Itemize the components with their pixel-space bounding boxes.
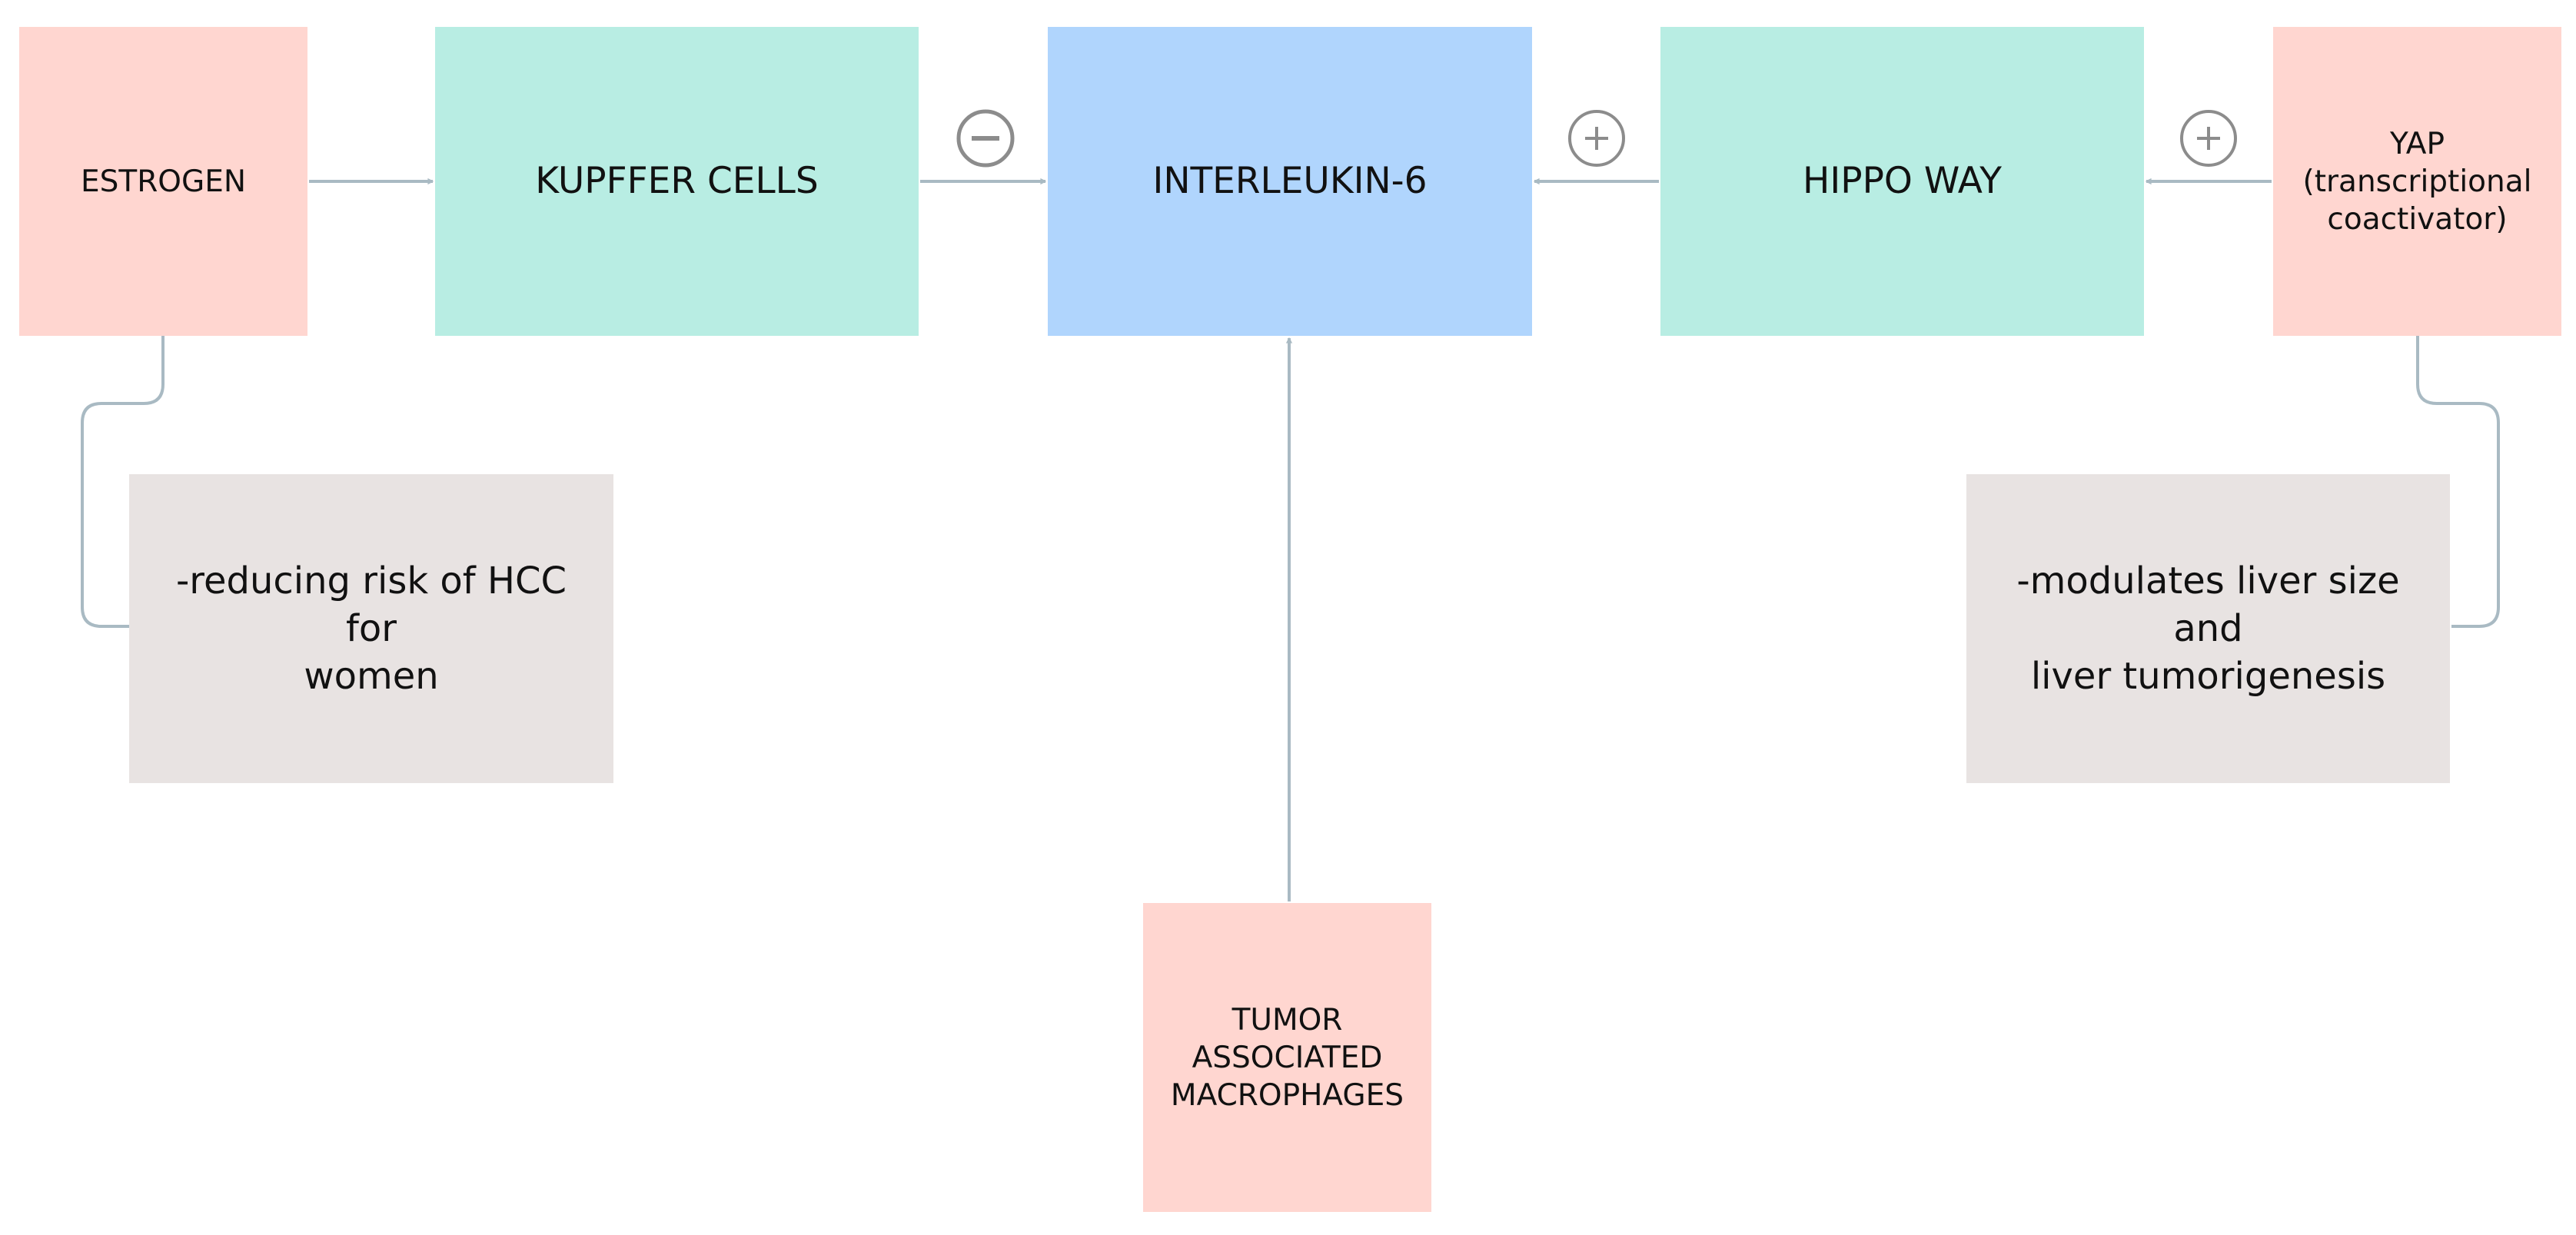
node-label-line: MACROPHAGES	[1170, 1077, 1404, 1113]
node-label: HIPPO WAY	[1803, 160, 2002, 202]
connector-yap-to-note	[2416, 336, 2500, 628]
node-hippo-way: HIPPO WAY	[1660, 27, 2144, 336]
node-kupffer-cells: KUPFFER CELLS	[435, 27, 919, 336]
node-label-line: ASSOCIATED	[1192, 1040, 1383, 1075]
node-label: ESTROGEN	[80, 164, 247, 199]
node-label-line: YAP	[2389, 126, 2445, 161]
note-line: -modulates liver size and	[2016, 559, 2400, 650]
note-line: women	[304, 655, 439, 698]
minus-sign-icon	[956, 109, 1015, 168]
note-line: liver tumorigenesis	[2030, 655, 2386, 698]
node-yap: YAP (transcriptional coactivator)	[2273, 27, 2561, 336]
node-label: KUPFFER CELLS	[535, 160, 819, 202]
node-tumor-associated-macrophages: TUMOR ASSOCIATED MACROPHAGES	[1143, 903, 1431, 1212]
node-label-line: coactivator)	[2327, 201, 2508, 237]
node-label-line: (transcriptional	[2302, 164, 2532, 199]
connector-estrogen-to-note	[81, 336, 165, 628]
plus-sign-icon	[2180, 110, 2237, 167]
note-line: -reducing risk of HCC for	[175, 559, 567, 650]
plus-sign-icon	[1568, 110, 1625, 167]
node-interleukin-6: INTERLEUKIN-6	[1048, 27, 1532, 336]
node-estrogen: ESTROGEN	[19, 27, 307, 336]
node-label-line: TUMOR	[1231, 1002, 1343, 1037]
node-label: INTERLEUKIN-6	[1152, 160, 1428, 202]
note-yap: -modulates liver size and liver tumorige…	[1966, 474, 2450, 783]
note-estrogen: -reducing risk of HCC for women	[129, 474, 613, 783]
